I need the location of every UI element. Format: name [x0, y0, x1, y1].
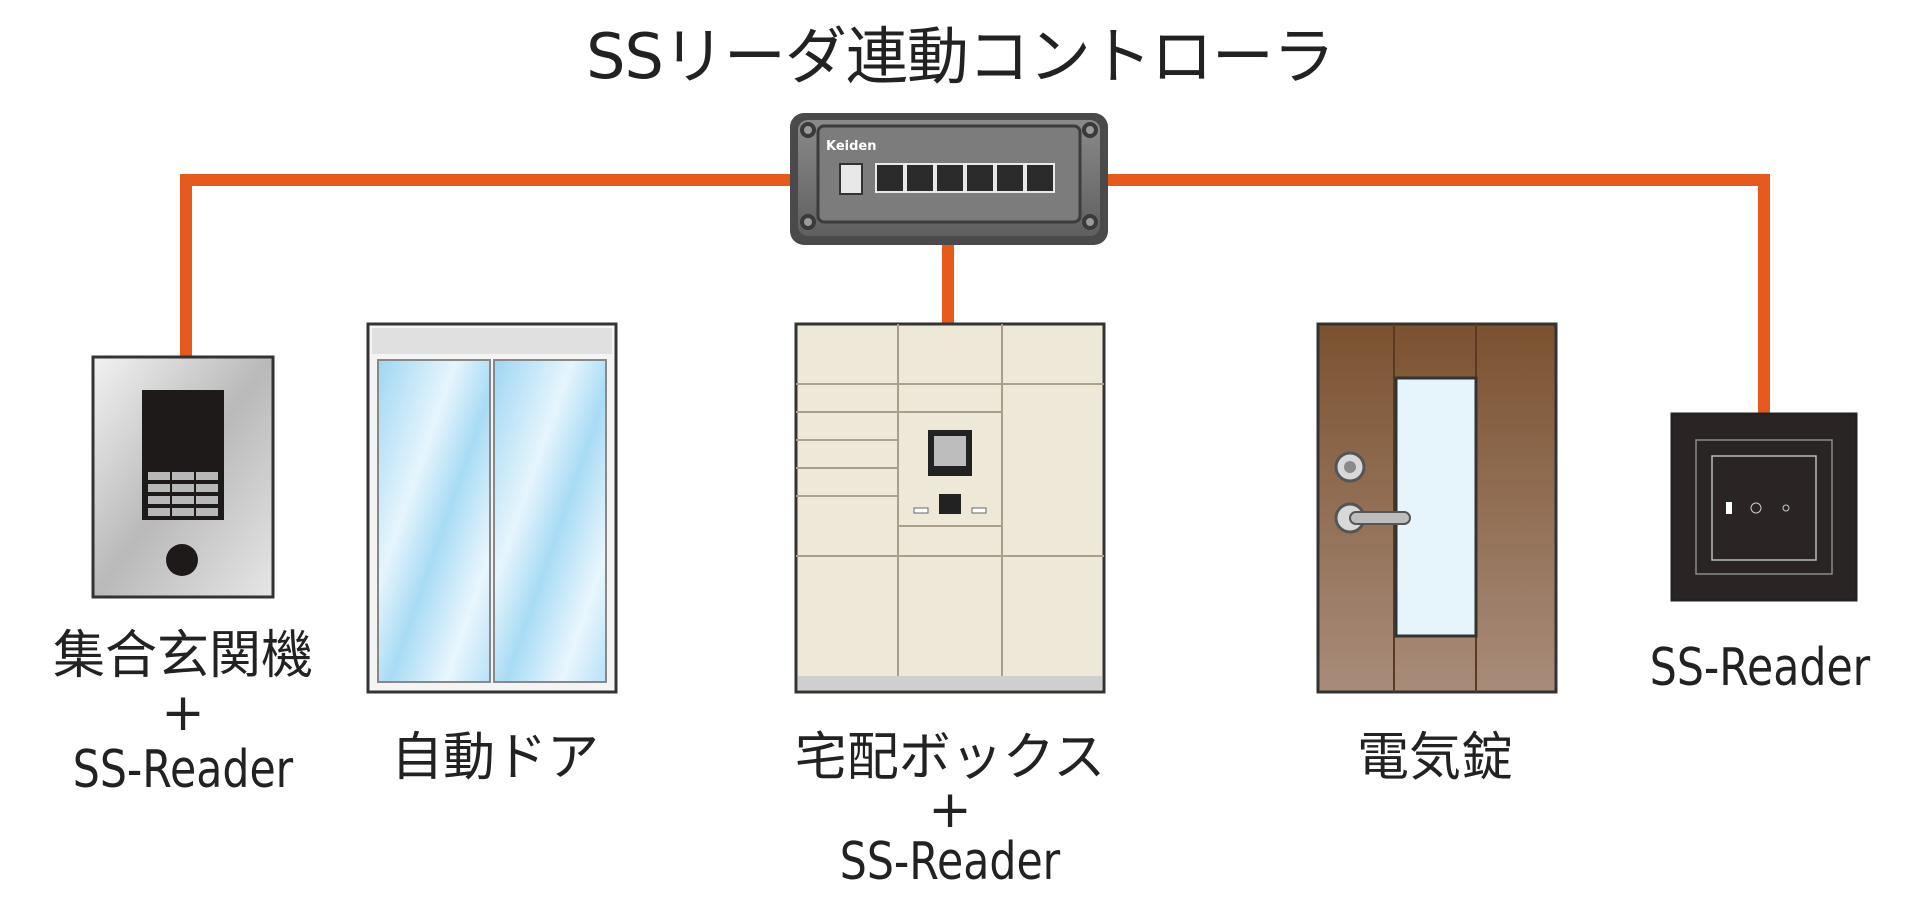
intercom-plus: + [161, 683, 205, 744]
diagram-title: SSリーダ連動コントローラ [586, 20, 1335, 93]
label-automatic-door: 自動ドア [350, 728, 640, 788]
connection-line-left [180, 174, 792, 356]
delivery-box [794, 322, 1106, 694]
electric-lock-door [1316, 322, 1558, 694]
label-delivery-box: 宅配ボックス + SS-Reader [740, 728, 1160, 892]
label-intercom: 集合玄関機 + SS-Reader [18, 626, 348, 801]
automatic-door-name: 自動ドア [390, 728, 599, 788]
delivery-box-plus: + [928, 780, 972, 841]
intercom-reader: SS-Reader [72, 740, 294, 801]
delivery-box-name: 宅配ボックス [794, 728, 1106, 788]
controller-unit: Keiden [790, 113, 1108, 245]
ss-reader-name: SS-Reader [1649, 638, 1871, 698]
electric-lock-name: 電気錠 [1356, 728, 1513, 788]
label-ss-reader: SS-Reader [1637, 638, 1883, 698]
controller-brand: Keiden [826, 139, 877, 154]
automatic-door [366, 322, 618, 694]
connection-lines [180, 174, 1770, 414]
label-electric-lock: 電気錠 [1290, 728, 1580, 788]
intercom-panel [91, 355, 275, 599]
delivery-box-reader: SS-Reader [839, 831, 1061, 892]
ethernet-ports [875, 163, 1055, 193]
ss-reader-device [1670, 412, 1858, 602]
connection-line-right [1104, 174, 1770, 414]
intercom-name: 集合玄関機 [52, 626, 313, 686]
